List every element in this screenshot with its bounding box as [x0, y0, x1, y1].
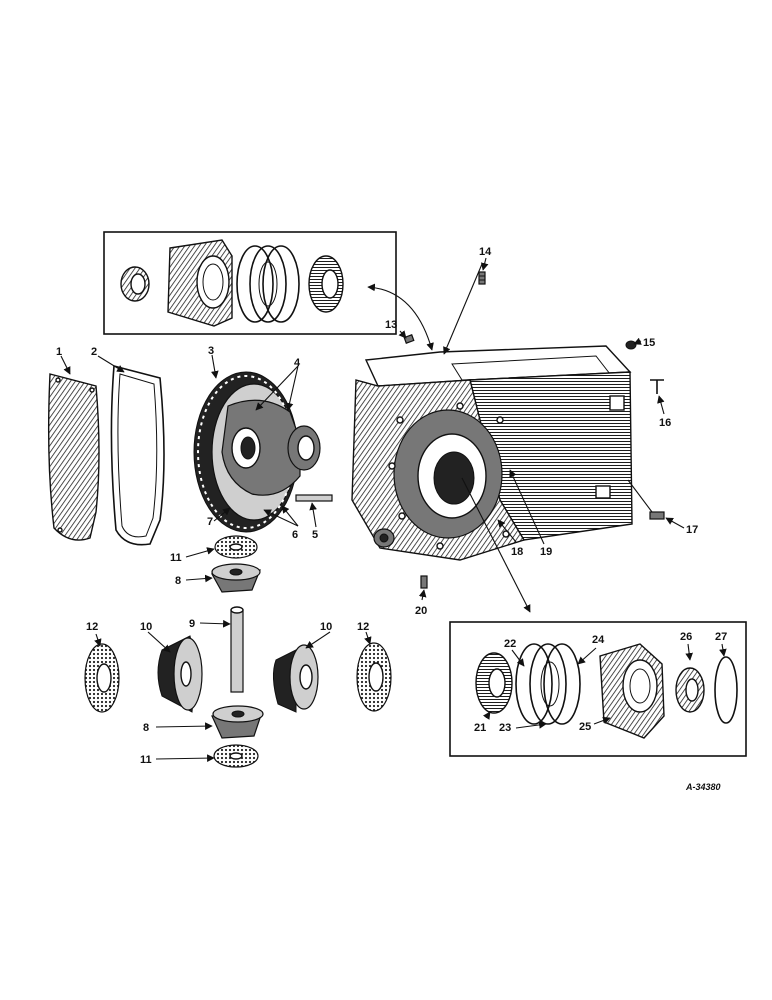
- part-14-stud: [478, 271, 486, 285]
- callout-23: 23: [499, 722, 511, 734]
- callout-18: 18: [511, 546, 523, 558]
- upper-inset-bearing-assembly: [103, 231, 397, 335]
- callout-9: 9: [189, 618, 195, 630]
- part-8-pinion-gear-lower: [211, 705, 264, 739]
- part-11-thrust-washer-lower: [213, 744, 259, 768]
- differential-ring-gear: [193, 371, 321, 533]
- part-12-thrust-washer-left: [84, 643, 120, 713]
- part-9-shaft: [230, 606, 244, 693]
- part-15-plug: [625, 340, 637, 350]
- callout-13: 13: [385, 319, 397, 331]
- callout-24: 24: [592, 634, 605, 646]
- lower-inset-bearing-assembly: [449, 621, 747, 757]
- callout-26: 26: [680, 631, 692, 643]
- callout-22: 22: [504, 638, 516, 650]
- part-11-thrust-washer-upper: [214, 535, 258, 559]
- part-5-pin: [295, 494, 333, 502]
- callout-11a: 11: [170, 552, 182, 564]
- part-2-gasket: [110, 364, 165, 546]
- callout-4: 4: [294, 357, 301, 369]
- callout-27: 27: [715, 631, 727, 643]
- callout-6: 6: [292, 529, 298, 541]
- leader-lines: [60, 257, 727, 762]
- callout-25: 25: [579, 721, 591, 733]
- part-1-cover: [47, 373, 100, 541]
- callout-10b: 10: [320, 621, 332, 633]
- callout-8b: 8: [143, 722, 149, 734]
- callout-8a: 8: [175, 575, 181, 587]
- callout-7: 7: [207, 516, 213, 528]
- callout-11b: 11: [140, 754, 152, 766]
- callout-20: 20: [415, 605, 427, 617]
- callout-1: 1: [56, 346, 62, 358]
- callout-19: 19: [540, 546, 552, 558]
- callout-21: 21: [474, 722, 486, 734]
- transmission-housing: [351, 345, 633, 561]
- part-17-dowel: [649, 511, 665, 520]
- part-13-plug: [403, 334, 415, 344]
- callout-15: 15: [643, 337, 655, 349]
- part-8-pinion-gear-upper: [211, 563, 261, 593]
- callout-3: 3: [208, 345, 214, 357]
- inset-link-arrow: [367, 283, 434, 351]
- part-10-side-gear-left: [157, 635, 203, 713]
- callout-2: 2: [91, 346, 97, 358]
- callout-labels: 1 2 3 4 5 6 7 8 8 9 10 10 11 11 12 12 13…: [56, 246, 727, 766]
- callout-12a: 12: [86, 621, 98, 633]
- callout-12b: 12: [357, 621, 369, 633]
- callout-14: 14: [479, 246, 492, 258]
- callout-10a: 10: [140, 621, 152, 633]
- callout-16: 16: [659, 417, 671, 429]
- part-12-thrust-washer-right: [356, 642, 392, 712]
- part-10-side-gear-right: [272, 644, 319, 713]
- part-16-key: [650, 379, 664, 394]
- callout-5: 5: [312, 529, 318, 541]
- callout-17: 17: [686, 524, 698, 536]
- figure-reference-code: A-34380: [685, 782, 721, 792]
- part-20-dowel: [420, 575, 428, 589]
